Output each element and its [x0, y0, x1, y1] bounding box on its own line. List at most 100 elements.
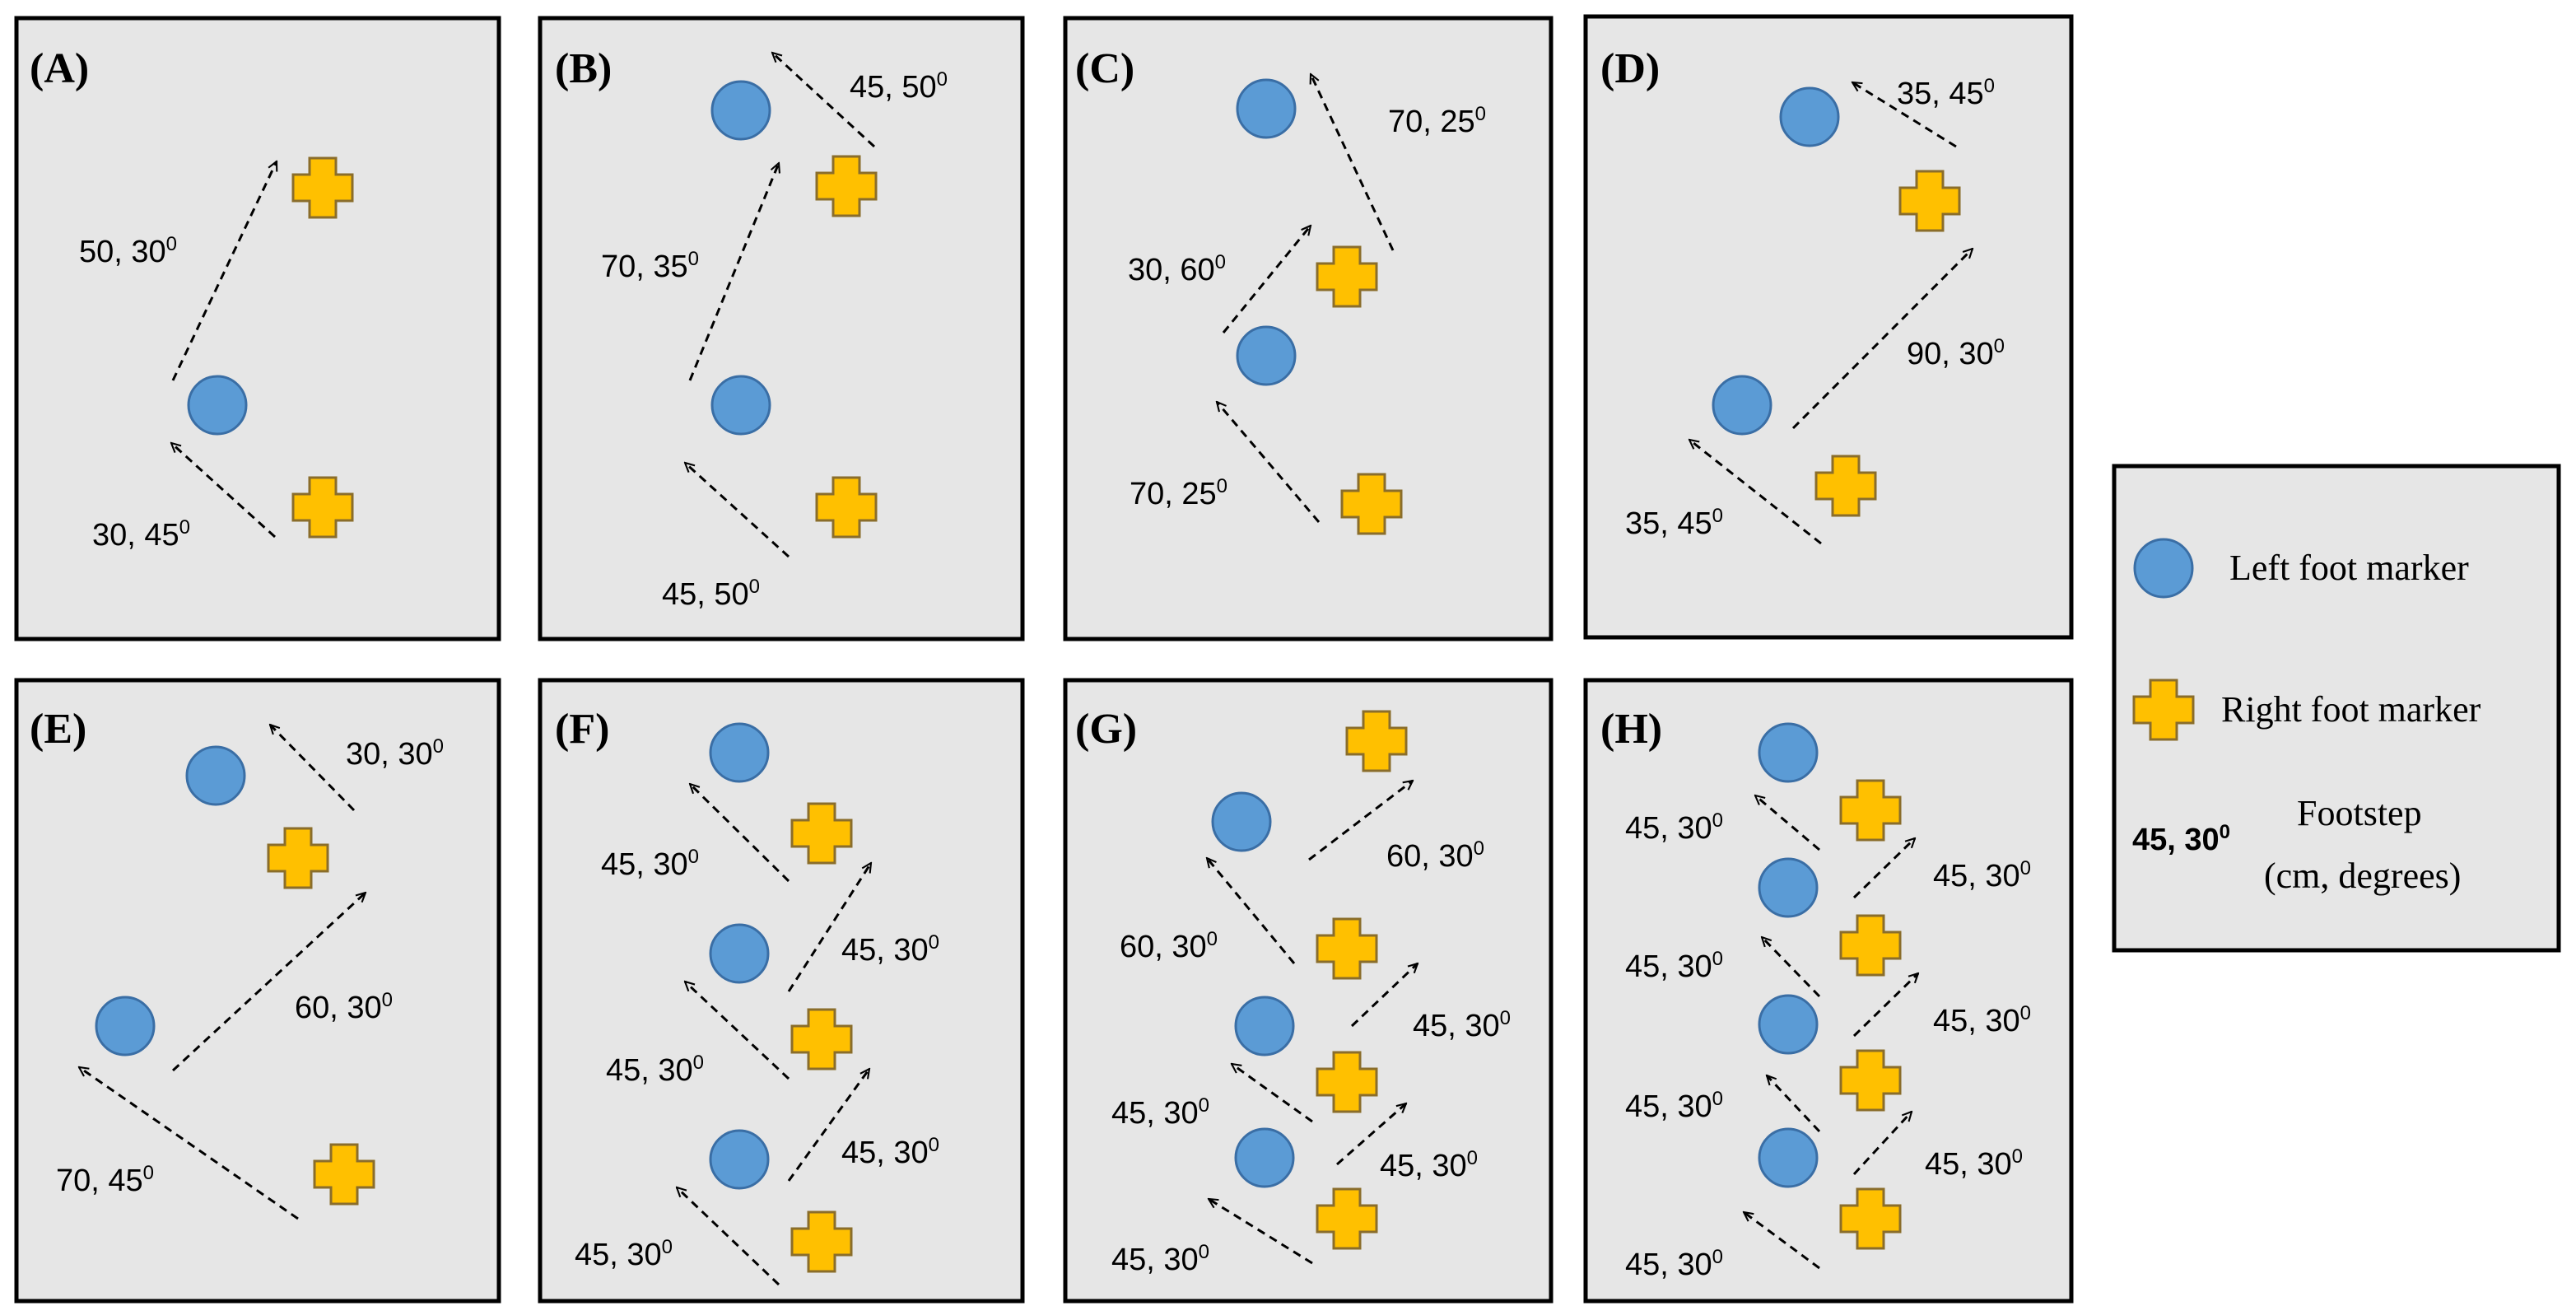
left-foot-marker-d-1: [1779, 86, 1840, 147]
footstep-arrow-g-2: [1336, 1103, 1406, 1166]
footstep-arrow-f-1: [677, 1187, 780, 1286]
step-label-f-1: 45, 300: [575, 1236, 673, 1272]
left-foot-marker-g-3: [1234, 1127, 1295, 1188]
left-foot-marker-b-2: [710, 375, 771, 436]
left-foot-marker-f-3: [709, 1129, 770, 1190]
step-label-c-2: 30, 600: [1128, 251, 1226, 287]
step-label-g-4: 45, 300: [1413, 1007, 1511, 1043]
right-foot-marker-g-3: [1316, 1051, 1378, 1113]
step-label-f-5: 45, 300: [601, 846, 699, 882]
footstep-arrow-f-2: [787, 1069, 869, 1182]
footstep-arrow-h-6: [1852, 838, 1915, 899]
right-foot-marker-h-3: [1839, 1049, 1902, 1112]
panel-label-h: (H): [1600, 706, 1662, 753]
footstep-arrow-b-2: [688, 163, 779, 381]
left-foot-marker-d-2: [1712, 375, 1772, 436]
left-foot-marker-h-1: [1758, 722, 1819, 783]
left-foot-marker-f-2: [709, 923, 770, 984]
step-label-e-2: 60, 300: [295, 989, 393, 1025]
panel-label-a: (A): [30, 45, 89, 92]
step-label-h-1: 45, 300: [1625, 1246, 1723, 1282]
left-foot-marker-g-1: [1211, 791, 1272, 852]
panel-frame-f: [538, 678, 1025, 1304]
footstep-arrow-g-3: [1232, 1064, 1313, 1123]
legend-footstep-title: Footstep: [2297, 793, 2422, 833]
left-foot-marker-b-1: [710, 80, 771, 141]
step-label-g-6: 60, 300: [1386, 837, 1484, 874]
step-label-f-3: 45, 300: [606, 1052, 704, 1088]
footstep-arrow-a-1: [171, 443, 277, 539]
step-label-c-3: 70, 250: [1388, 103, 1486, 139]
panel-label-f: (F): [555, 706, 609, 753]
footstep-arrow-a-2: [171, 161, 278, 381]
footstep-arrow-h-3: [1767, 1075, 1821, 1133]
footstep-arrow-f-5: [690, 784, 790, 883]
left-foot-marker-c-1: [1236, 78, 1297, 139]
legend: Left foot marker Right foot marker 45, 3…: [2132, 538, 2481, 896]
step-label-a-2: 50, 300: [79, 233, 177, 269]
panel-label-g: (G): [1075, 706, 1137, 753]
footstep-arrow-f-3: [685, 982, 790, 1080]
step-label-a-1: 30, 450: [92, 516, 190, 553]
right-foot-marker-c-2: [1340, 473, 1403, 535]
footstep-arrow-g-1: [1209, 1197, 1313, 1265]
footstep-arrow-f-4: [787, 863, 871, 992]
footstep-arrow-h-1: [1744, 1212, 1820, 1270]
markers-layer: [95, 78, 1961, 1273]
legend-right-label: Right foot marker: [2221, 689, 2481, 730]
step-label-d-2: 90, 300: [1907, 335, 2005, 371]
right-foot-marker-g-1: [1345, 710, 1408, 772]
legend-cross-icon: [2132, 679, 2195, 741]
panel-label-d: (D): [1600, 45, 1660, 92]
panel-labels: (A) (B) (C) (D) (E) (F) (G) (H): [30, 45, 1662, 753]
step-label-d-1: 35, 450: [1625, 505, 1723, 541]
right-foot-marker-h-4: [1839, 1187, 1902, 1250]
panel-label-b: (B): [555, 45, 612, 92]
legend-footstep-units: (cm, degrees): [2264, 856, 2461, 896]
footstep-arrow-g-4: [1350, 963, 1418, 1028]
footstep-arrow-b-3: [772, 53, 876, 148]
left-foot-marker-h-2: [1758, 857, 1819, 918]
footstep-arrow-d-2: [1791, 249, 1973, 430]
right-foot-marker-a-2: [291, 476, 354, 539]
right-foot-marker-d-2: [1814, 455, 1877, 517]
panel-label-e: (E): [30, 706, 86, 753]
step-label-b-1: 45, 500: [662, 576, 760, 612]
footstep-arrow-c-2: [1222, 226, 1311, 333]
right-foot-marker-b-1: [815, 155, 878, 217]
left-foot-marker-c-2: [1236, 325, 1297, 386]
right-foot-marker-h-2: [1839, 914, 1902, 977]
footstep-arrow-e-3: [270, 725, 356, 812]
arrows-layer: [79, 53, 1973, 1286]
step-label-c-1: 70, 250: [1130, 475, 1227, 511]
legend-right-foot-marker: [2132, 679, 2195, 741]
step-label-h-2: 45, 300: [1925, 1145, 2023, 1182]
step-label-h-6: 45, 300: [1933, 857, 2031, 893]
step-label-h-5: 45, 300: [1625, 948, 1723, 984]
step-label-h-4: 45, 300: [1933, 1002, 2031, 1038]
right-foot-marker-e-1: [267, 827, 329, 889]
footstep-arrow-h-2: [1852, 1112, 1912, 1176]
step-label-h-7: 45, 300: [1625, 809, 1723, 846]
panel-frame-g: [1063, 678, 1554, 1304]
legend-footstep-example: 45, 300: [2132, 821, 2230, 857]
step-label-d-3: 35, 450: [1897, 75, 1995, 111]
left-foot-marker-h-4: [1758, 1127, 1819, 1188]
step-label-g-5: 60, 300: [1120, 928, 1218, 964]
panel-frames: [14, 14, 2561, 1304]
footstep-arrow-e-2: [171, 893, 366, 1072]
panel-frame-b: [538, 16, 1025, 641]
left-foot-marker-e-1: [185, 745, 246, 806]
footstep-arrow-h-4: [1852, 973, 1918, 1038]
panel-label-c: (C): [1075, 45, 1134, 92]
step-label-f-4: 45, 300: [841, 931, 939, 968]
step-label-g-1: 45, 300: [1111, 1241, 1209, 1277]
step-label-e-1: 70, 450: [56, 1162, 154, 1198]
footstep-arrow-c-1: [1217, 402, 1321, 523]
left-foot-marker-e-2: [95, 996, 156, 1056]
footstep-arrow-e-1: [79, 1067, 299, 1220]
right-foot-marker-f-1: [790, 802, 853, 865]
right-foot-marker-b-2: [815, 476, 878, 539]
